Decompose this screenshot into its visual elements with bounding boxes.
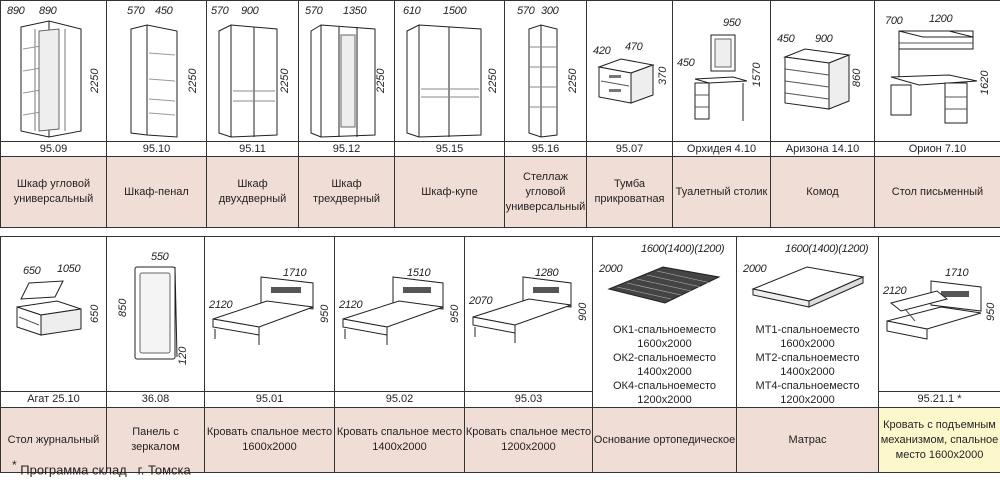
item-code: 36.08 bbox=[106, 390, 205, 409]
item-code: 95.16 bbox=[504, 141, 587, 157]
mattress-drawing: 2000 1600(1400)(1200) bbox=[738, 238, 878, 318]
item-name: Шкаф двухдверный bbox=[206, 156, 299, 228]
item-name: Тумба прикроватная bbox=[586, 156, 673, 228]
item-code: 95.10 bbox=[106, 141, 207, 157]
item-code: 95.03 bbox=[464, 390, 593, 409]
item-name: Стеллаж угловой универсальный bbox=[504, 156, 587, 228]
dressing-table-drawing: 950 450 1570 bbox=[672, 0, 771, 142]
footnote: * Программа склад г. Томска bbox=[12, 458, 191, 477]
bed-1400-drawing: 1510 2120 950 bbox=[334, 236, 465, 392]
item-name-highlighted: Кровать с подъемным механизмом, спальное… bbox=[878, 407, 1000, 473]
item-name: Комод bbox=[770, 156, 875, 228]
item-code: 95.09 bbox=[0, 141, 107, 157]
item-code: Агат 25.10 bbox=[0, 390, 107, 409]
item-name: Шкаф трехдверный bbox=[298, 156, 395, 228]
item-code: Орхидея 4.10 bbox=[672, 141, 771, 157]
orthopedic-base-drawing: 2000 1600(1400)(1200) bbox=[594, 238, 736, 318]
item-code: Аризона 14.10 bbox=[770, 141, 875, 157]
corner-shelf-drawing: 570 300 2250 bbox=[504, 0, 587, 142]
footnote-text: Программа склад г. Томска bbox=[20, 462, 191, 478]
writing-desk-drawing: 700 1200 1620 bbox=[874, 0, 1000, 142]
item-code: 95.11 bbox=[206, 141, 299, 157]
item-name: Кровать спальное место 1200х2000 bbox=[464, 407, 593, 473]
chest-of-drawers-drawing: 450 900 860 bbox=[770, 0, 875, 142]
item-name: Туалетный столик bbox=[672, 156, 771, 228]
item-code: 95.12 bbox=[298, 141, 395, 157]
item-name: Шкаф-пенал bbox=[106, 156, 207, 228]
item-code: 95.02 bbox=[334, 390, 465, 409]
item-code: 95.01 bbox=[204, 390, 335, 409]
item-name: Шкаф-купе bbox=[394, 156, 505, 228]
catalog-row-1: 890 890 2250 570 450 2250 bbox=[0, 0, 1000, 228]
bed-1200-drawing: 1280 2070 900 bbox=[464, 236, 593, 392]
item-code: 95.07 bbox=[586, 141, 673, 157]
item-name: Матрас bbox=[736, 407, 879, 473]
catalog-row-2: 650 1050 650 550 850 120 1710 bbox=[0, 236, 1000, 473]
mirror-panel-drawing: 550 850 120 bbox=[106, 236, 205, 392]
bed-1600-drawing: 1710 2120 950 bbox=[204, 236, 335, 392]
three-door-wardrobe-drawing: 570 1350 2250 bbox=[298, 0, 395, 142]
item-name: Кровать спальное место 1400х2000 bbox=[334, 407, 465, 473]
lift-bed-drawing: 1710 2120 950 bbox=[878, 236, 1000, 392]
pencil-case-wardrobe-drawing: 570 450 2250 bbox=[106, 0, 207, 142]
sliding-wardrobe-drawing: 610 1500 2250 bbox=[394, 0, 505, 142]
item-code: 95.21.1 * bbox=[878, 390, 1000, 409]
nightstand-drawing: 420 470 370 bbox=[586, 0, 673, 142]
coffee-table-drawing: 650 1050 650 bbox=[0, 236, 107, 392]
item-name: Стол журнальный bbox=[0, 407, 107, 473]
item-name: Кровать спальное место 1600х2000 bbox=[204, 407, 335, 473]
item-code: Орион 7.10 bbox=[874, 141, 1000, 157]
corner-wardrobe-drawing: 890 890 2250 bbox=[0, 0, 107, 142]
item-name: Шкаф угловой универсальный bbox=[0, 156, 107, 228]
item-code: 95.15 bbox=[394, 141, 505, 157]
footnote-star: * bbox=[12, 458, 17, 472]
item-name: Основание ортопедическое bbox=[592, 407, 737, 473]
two-door-wardrobe-drawing: 570 900 2250 bbox=[206, 0, 299, 142]
item-name: Стол письменный bbox=[874, 156, 1000, 228]
